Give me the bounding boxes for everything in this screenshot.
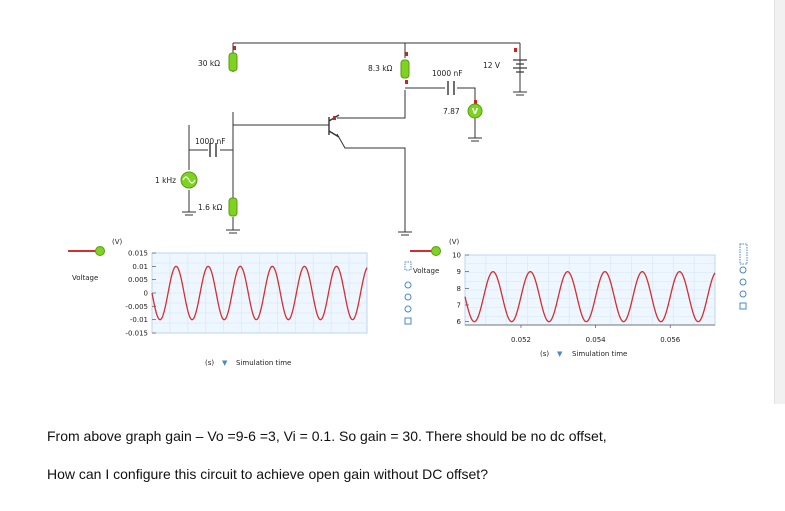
x-dropdown-icon-left[interactable]: ▼ [222, 359, 228, 367]
y-tick-label: 0.005 [128, 276, 148, 284]
plot-left: Voltage (V) 0.015 0.01 0.005 0 -0.005 -0.01 -0… [68, 238, 368, 367]
y-tick-label: -0.01 [130, 316, 148, 324]
capacitor-input-icon[interactable] [209, 143, 217, 157]
legend-series-left: Voltage [72, 274, 98, 282]
plot-tools-right [739, 243, 748, 310]
label-meter-value: 7.87 [443, 107, 460, 116]
legend-meter-icon-right [431, 246, 441, 256]
grid-right [465, 255, 715, 325]
resistor-8-3k[interactable] [400, 59, 410, 79]
grid-left [152, 253, 367, 333]
x-tick-label: 0.052 [511, 336, 531, 344]
select-icon-right[interactable] [739, 243, 748, 265]
label-r1-6k: 1.6 kΩ [198, 203, 223, 212]
voltmeter-icon[interactable]: V [467, 103, 483, 119]
y-tick-label: 7 [457, 302, 461, 310]
y-tick-label: 6 [457, 318, 462, 326]
plot-tools-middle [404, 261, 412, 325]
probe-markers [233, 46, 517, 120]
legend-meter-icon-left [95, 246, 105, 256]
battery-icon[interactable] [513, 59, 527, 73]
x-unit-left: (s) [205, 359, 214, 367]
x-caption-right: Simulation time [572, 350, 627, 358]
question-line-2: How can I configure this circuit to achi… [47, 466, 488, 482]
label-r30k: 30 kΩ [198, 59, 220, 68]
x-tick-label: 0.054 [586, 336, 607, 344]
trace-left [151, 265, 368, 321]
label-freq: 1 kHz [155, 176, 176, 185]
y-tick-label: -0.015 [125, 330, 148, 338]
label-c-output: 1000 nF [432, 69, 463, 78]
capacitor-output-icon[interactable] [447, 81, 455, 95]
zoom-fit-icon[interactable] [404, 305, 412, 313]
question-line-1: From above graph gain – Vo =9-6 =3, Vi =… [47, 428, 607, 444]
x-ticks-right: 0.052 0.054 0.056 [465, 324, 715, 344]
x-dropdown-icon-right[interactable]: ▼ [557, 350, 563, 358]
resistor-1-6k[interactable] [228, 197, 238, 217]
label-c-input: 1000 nF [195, 137, 226, 146]
y-tick-label: 9 [457, 268, 461, 276]
zoom-fit-icon-right[interactable] [739, 290, 747, 298]
y-tick-label: 0 [144, 290, 148, 298]
resistor-30k[interactable] [228, 52, 238, 72]
label-vsupply: 12 V [483, 61, 501, 70]
trace-right [464, 271, 716, 323]
ground-icon [182, 91, 527, 236]
x-unit-right: (s) [540, 350, 549, 358]
y-ticks-right: 10 9 8 7 6 [452, 252, 469, 326]
y-unit-right: (V) [449, 238, 460, 246]
label-r8-3k: 8.3 kΩ [368, 64, 393, 73]
y-tick-label: 0.01 [132, 263, 148, 271]
svg-text:V: V [472, 107, 479, 116]
y-tick-label: 0.015 [128, 250, 148, 258]
y-tick-label: 8 [457, 285, 461, 293]
zoom-out-icon-right[interactable] [739, 278, 747, 286]
select-icon[interactable] [404, 261, 412, 271]
x-tick-label: 0.056 [660, 336, 681, 344]
zoom-in-icon[interactable] [404, 281, 412, 289]
zoom-out-icon[interactable] [404, 293, 412, 301]
plot-right: Voltage (V) 10 9 8 7 6 0.052 0.054 0.056 (s) ▼… [410, 238, 716, 358]
crop-icon-right[interactable] [739, 302, 747, 310]
y-ticks-left: 0.015 0.01 0.005 0 -0.005 -0.01 -0.015 [125, 250, 156, 338]
y-unit-left: (V) [112, 238, 123, 246]
y-tick-label: 10 [452, 252, 461, 260]
y-tick-label: -0.005 [125, 303, 148, 311]
legend-series-right: Voltage [413, 267, 439, 275]
crop-icon[interactable] [404, 317, 412, 325]
ac-source-icon[interactable] [180, 171, 198, 189]
scrollbar-track[interactable] [774, 0, 785, 404]
x-caption-left: Simulation time [236, 359, 291, 367]
zoom-in-icon-right[interactable] [739, 266, 747, 274]
